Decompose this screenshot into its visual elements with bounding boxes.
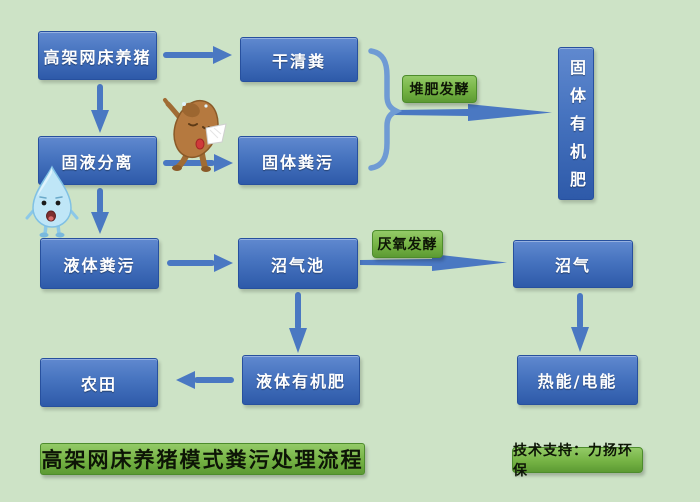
grouping-brace [368,48,403,171]
node-liquid-manure: 液体粪污 [40,238,159,289]
node-liquid-organic-fertilizer: 液体有机肥 [242,355,360,405]
node-pig-farming: 高架网床养猪 [38,31,157,80]
node-heat-or-electric-energy: 热能/电能 [517,355,638,405]
arrow-pigfarming-to-separation [91,84,109,133]
arrow-liquidmanure-to-digester [167,254,233,272]
arrow-composting-to-solidfertilizer [394,104,552,121]
node-dry-manure-collection: 干清粪 [240,37,358,82]
arrow-pigfarming-to-drymanure [163,46,232,64]
label-composting-fermentation: 堆肥发酵 [402,75,477,103]
arrow-biogas-to-energy [571,293,589,352]
node-farmland: 农田 [40,358,158,407]
node-biogas-digester: 沼气池 [238,238,358,289]
arrow-anaerobic-to-biogas [360,254,507,271]
node-solid-liquid-separation: 固液分离 [38,136,157,185]
pig-mascot [163,98,227,172]
node-solid-manure: 固体粪污 [238,136,358,185]
water-drop-mascot [25,165,79,238]
node-solid-organic-fertilizer: 固体有机肥 [558,47,594,200]
arrow-digester-to-liquidfertilizer [289,292,307,353]
label-anaerobic-fermentation: 厌氧发酵 [372,230,443,258]
diagram-title-banner: 高架网床养猪模式粪污处理流程 [40,443,365,475]
node-biogas: 沼气 [513,240,633,288]
arrow-liquidfertilizer-to-farmland [176,371,234,389]
arrow-separation-to-liquidmanure [91,188,109,234]
tech-support-label: 技术支持：力扬环保 [512,443,643,479]
